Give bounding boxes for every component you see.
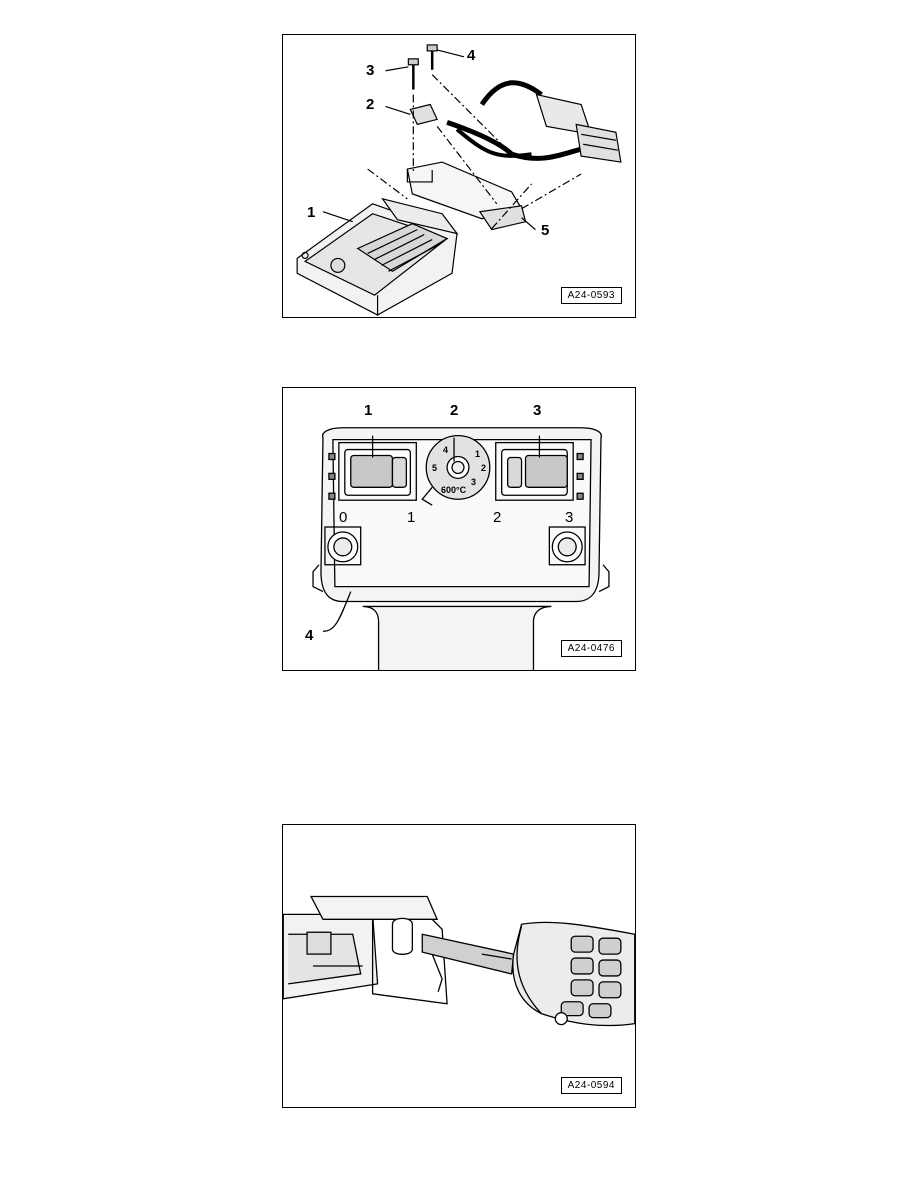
callout-3: 3 xyxy=(533,402,542,419)
figure-heating-clip: A24-0594 xyxy=(282,824,636,1108)
switch-position-0: 0 xyxy=(339,509,348,526)
callout-2: 2 xyxy=(366,96,375,113)
callout-1: 1 xyxy=(364,402,373,419)
dial-mark-temperature: 600°C xyxy=(441,485,467,495)
callout-2: 2 xyxy=(450,402,459,419)
blower-panel-drawing xyxy=(312,427,610,670)
callout-3: 3 xyxy=(366,62,375,79)
figure-code: A24-0476 xyxy=(560,640,622,657)
callout-5: 5 xyxy=(541,222,550,239)
figure-code: A24-0593 xyxy=(560,287,622,304)
dial-mark-1: 1 xyxy=(475,449,481,459)
control-unit-exploded-drawing xyxy=(296,44,622,316)
heating-clip-drawing xyxy=(283,895,635,1027)
dial-mark-3: 3 xyxy=(471,477,477,487)
dial-mark-2: 2 xyxy=(481,463,487,473)
switch-position-2: 2 xyxy=(493,509,502,526)
switch-position-3: 3 xyxy=(565,509,574,526)
callout-4: 4 xyxy=(467,47,476,64)
callout-4: 4 xyxy=(305,627,314,644)
figure-control-unit-mounting: 1 2 3 4 5 A24-0593 xyxy=(282,34,636,318)
dial-mark-4: 4 xyxy=(443,445,449,455)
callout-1: 1 xyxy=(307,204,316,221)
figure-hot-air-blower-panel: 1 2 3 4 0 1 2 3 4 5 1 2 3 600°C A24-0476 xyxy=(282,387,636,671)
figure-code: A24-0594 xyxy=(560,1077,622,1094)
switch-position-1: 1 xyxy=(407,509,416,526)
dial-mark-5: 5 xyxy=(432,463,438,473)
